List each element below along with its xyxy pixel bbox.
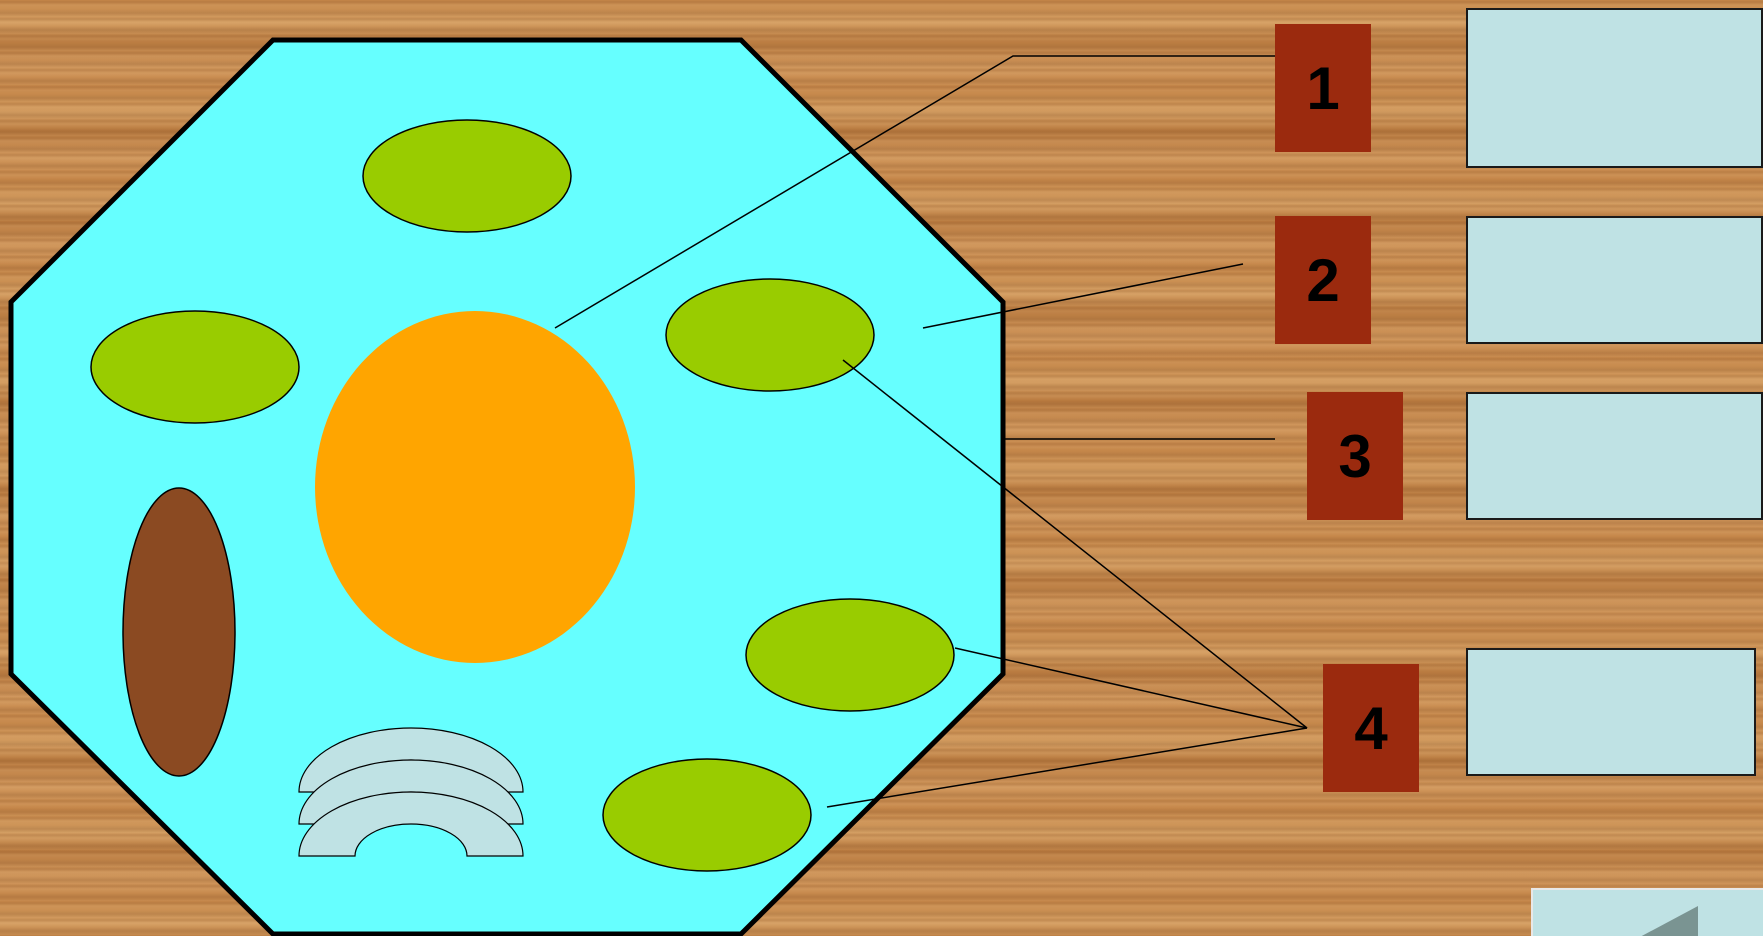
answer-box-1[interactable] (1466, 8, 1763, 168)
answer-box-4[interactable] (1466, 648, 1756, 776)
label-number-3: 3 (1307, 392, 1403, 520)
nucleus (315, 311, 635, 663)
plastid-bottom (603, 759, 811, 871)
plastid-left (91, 311, 299, 423)
label-number-2: 2 (1275, 216, 1371, 344)
label-number-1: 1 (1275, 24, 1371, 152)
nav-back-button[interactable] (1531, 888, 1763, 936)
triangle-left-icon (1533, 890, 1763, 936)
leader-line-4b (955, 648, 1307, 728)
answer-box-2[interactable] (1466, 216, 1763, 344)
plastid-top (363, 120, 571, 232)
answer-box-3[interactable] (1466, 392, 1763, 520)
plastid-right-upper (666, 279, 874, 391)
plastid-right-lower (746, 599, 954, 711)
label-number-4: 4 (1323, 664, 1419, 792)
vacuole (123, 488, 235, 776)
